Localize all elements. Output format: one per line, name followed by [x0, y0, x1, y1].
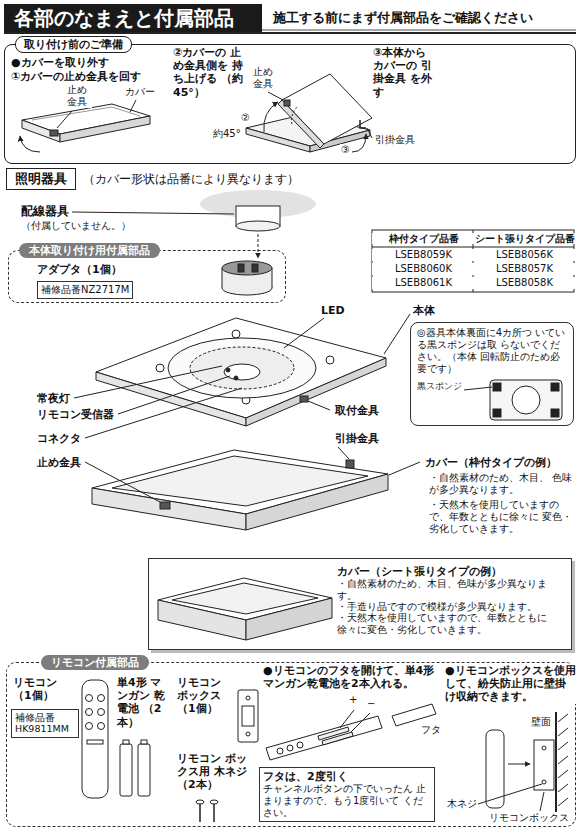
table-cell: LSEB8060K [372, 263, 475, 275]
table-cell: LSEB8056K [473, 249, 576, 261]
section-label: 照明器具 [6, 168, 76, 190]
note-text: ・天然木を使用していますの で、年数とともに徐々に 変色・劣化していきます。 [428, 499, 576, 535]
accessory-group: 本体取り付け用付属部品アダプタ（1個）補修品番NZ2717M [8, 250, 286, 303]
part-number-box: 補修品番 HK9811MM [11, 709, 79, 738]
angle-label: 約45° [212, 128, 242, 140]
part-name: リモコン受信器 [36, 408, 115, 421]
part-name: 配線器具 [20, 204, 70, 218]
part-name: 単4形 マンガン 乾電池 （2本） [116, 676, 168, 729]
note-box: フタは、2度引くチャンネルボタンの下でいったん 止まりますので、もう1度引いて … [259, 767, 435, 822]
table-header: 枠付タイプ品番 [372, 233, 475, 244]
section-heading: 照明器具 [15, 171, 67, 187]
callout-number: ③ [340, 144, 351, 156]
step-text: ②カバーの 止め金具側を 持ち上げる （約45°） [172, 46, 248, 99]
part-name: アダプタ（1個） [37, 263, 122, 276]
note-heading: フタは、2度引く [263, 770, 431, 783]
part-name: リモコン ボックス （1個） [176, 676, 236, 716]
step-text: ③本体から カバーの 引掛金具 を外す [372, 46, 436, 99]
table-cell: LSEB8057K [473, 263, 576, 275]
caution-note: ◎器具本体裏面に4カ所つ いている黒スポンジは取 らないでください。（本体 回転… [417, 327, 567, 375]
part-name: 引掛金具 [334, 432, 380, 445]
group-tab: 本体取り付け用付属部品 [19, 243, 160, 258]
part-number-box: 補修品番NZ2717M [37, 281, 133, 299]
part-name: リモコン ボックス用 木ネジ（2本） [176, 752, 258, 792]
part-name: コネクタ [36, 432, 82, 445]
step-text: ●リモコンのフタを開けて、単4形 マンガン乾電池を2本入れる。 [262, 664, 442, 690]
cover-example-box: カバー（シート張りタイプの例）・自然素材のため、木目、色味が多少異なります。・手… [148, 558, 572, 650]
polarity-mark: + [348, 694, 358, 706]
part-name: 止め金具 [36, 456, 82, 469]
table-cell: LSEB8059K [372, 249, 475, 261]
part-name: リモコン （1個） [12, 676, 70, 702]
part-name: 止め 金具 [66, 84, 92, 108]
section-tab: 取り付け前のご準備 [15, 36, 132, 53]
table-cell: LSEB8061K [372, 277, 475, 289]
part-name: 取付金具 [334, 404, 380, 417]
page-title: 各部のなまえと付属部品 [4, 4, 262, 32]
part-name: カバー [124, 86, 156, 98]
part-name: 黒スポンジ [417, 381, 567, 392]
part-name: LED [320, 304, 346, 317]
part-number: 補修品番NZ2717M [41, 284, 129, 296]
part-name: カバー（枠付タイプの例） [424, 456, 558, 469]
part-name: 常夜灯 [36, 392, 71, 405]
part-name: 本体 [412, 304, 436, 317]
step-text: ●リモコンボックスを使用 して、紛失防止用に壁掛 け収納できます。 [444, 664, 578, 704]
part-name: 壁面 [530, 716, 552, 728]
step-text: ①カバーの止め金具を回す [10, 70, 142, 83]
part-name: 引掛金具 [374, 134, 416, 146]
step-heading: ●カバーを取り外す [10, 56, 110, 69]
note-text: チャンネルボタンの下でいったん 止まりますので、もう1度引いて ください。 [263, 783, 431, 819]
caution-box: ◎器具本体裏面に4カ所つ いている黒スポンジは取 らないでください。（本体 回転… [410, 322, 574, 426]
note-text: ・自然素材のため、木目、 色味が多少異なります。 [428, 472, 576, 496]
part-name: リモコンボックス [488, 812, 570, 824]
note-text: ・天然木を使用していますので、年数とともに 徐々に変色・劣化していきます。 [337, 612, 565, 635]
part-number: 補修品番 HK9811MM [15, 712, 75, 735]
group-tab: リモコン付属部品 [41, 655, 149, 670]
note-text: ・手造り品ですので模様が多少異なります。 [337, 601, 565, 612]
table-header: シート張りタイプ品番 [473, 233, 576, 244]
table-cell: LSEB8058K [473, 277, 576, 289]
note-text: ・自然素材のため、木目、色味が多少異なります。 [337, 578, 565, 601]
part-name: 木ネジ [446, 798, 478, 810]
cover-heading: カバー（シート張りタイプの例） [337, 565, 565, 578]
callout-number: ② [240, 112, 251, 124]
polarity-mark: − [366, 698, 376, 710]
part-name: 止め 金具 [252, 66, 278, 90]
note-text: （カバー形状は品番により異なります） [82, 172, 300, 186]
part-name: フタ [420, 724, 442, 736]
note-text: （付属していません。） [20, 220, 132, 232]
header-note: 施工する前にまず付属部品をご確認ください [272, 10, 534, 26]
